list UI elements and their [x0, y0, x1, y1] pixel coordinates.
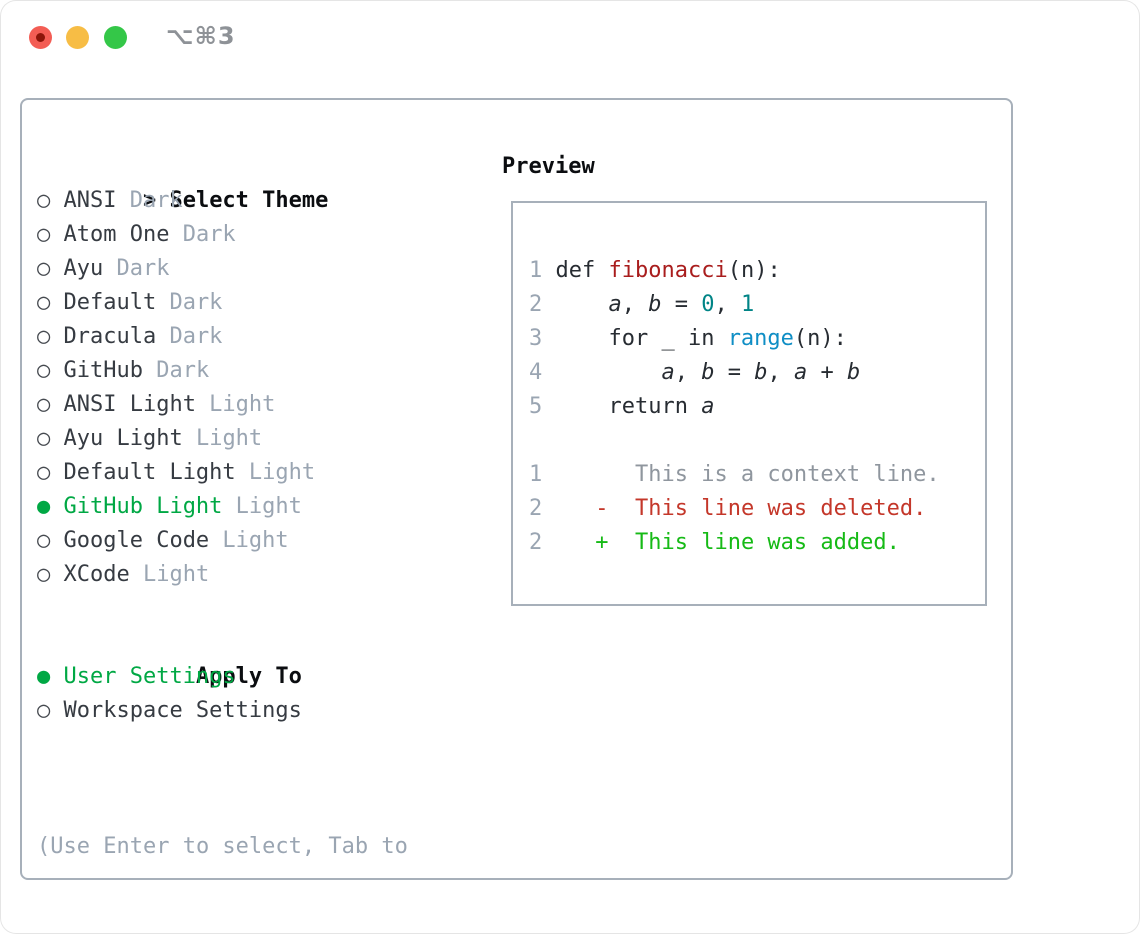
option-variant-label: Light — [195, 392, 276, 417]
apply-option-workspace-settings[interactable]: ○ Workspace Settings — [37, 694, 408, 728]
option-variant-label: Dark — [156, 324, 223, 349]
theme-option-xcode[interactable]: ○ XCode Light — [37, 558, 408, 592]
radio-icon: ○ — [37, 324, 51, 349]
option-label: Default — [63, 290, 157, 315]
option-variant-label: Dark — [103, 256, 170, 281]
option-label: Default Light — [63, 460, 236, 485]
theme-option-github[interactable]: ○ GitHub Dark — [37, 354, 408, 388]
radio-icon: ○ — [37, 392, 51, 417]
apply-to-section: Apply To ● User Settings ○ Workspace Settin… — [37, 626, 408, 728]
theme-option-github-light[interactable]: ● GitHub Light Light — [37, 490, 408, 524]
code-line: 3 for _ in range(n): — [529, 326, 847, 351]
radio-icon: ○ — [37, 528, 51, 553]
theme-option-ayu[interactable]: ○ Ayu Dark — [37, 252, 408, 286]
radio-icon: ○ — [37, 562, 51, 587]
theme-option-ayu-light[interactable]: ○ Ayu Light Light — [37, 422, 408, 456]
option-label: Dracula — [63, 324, 157, 349]
theme-option-ansi[interactable]: ○ ANSI Dark — [37, 184, 408, 218]
help-text: (Use Enter to select, Tab to change focu… — [37, 762, 408, 934]
close-dot-icon — [36, 33, 45, 42]
apply-to-header: Apply To — [37, 626, 408, 689]
option-label: GitHub — [63, 358, 143, 383]
preview-title: Preview — [502, 154, 595, 179]
focus-prompt-icon: > — [142, 188, 157, 213]
theme-option-google-code[interactable]: ○ Google Code Light — [37, 524, 408, 558]
zoom-button[interactable] — [104, 26, 127, 49]
option-variant-label: Light — [129, 562, 210, 587]
code-line: 2 + This line was added. — [529, 530, 900, 555]
option-label: Ayu — [63, 256, 104, 281]
theme-selector-column: >Select Theme ○ANSI Dark○Atom One Dark○A… — [37, 150, 408, 934]
option-variant-label: Light — [222, 494, 302, 519]
option-label: ANSI — [63, 188, 117, 213]
apply-to-label: Apply To — [195, 664, 302, 689]
code-line: 2 - This line was deleted. — [529, 496, 927, 521]
radio-icon: ○ — [37, 290, 51, 315]
title-bar: ⌥⌘3 — [0, 0, 1140, 70]
code-line: 1 def fibonacci(n): — [529, 258, 781, 283]
close-button[interactable] — [29, 26, 52, 49]
option-variant-label: Dark — [142, 358, 210, 383]
option-label: Atom One — [63, 222, 170, 247]
help-line-1: (Use Enter to select, Tab to — [37, 834, 408, 859]
option-variant-label: Light — [209, 528, 289, 553]
radio-icon: ○ — [37, 188, 51, 213]
theme-option-default[interactable]: ○ Default Dark — [37, 286, 408, 320]
apply-list: ● User Settings ○ Workspace Settings — [37, 660, 408, 728]
radio-selected-icon: ● — [37, 494, 51, 519]
option-label: Google Code — [63, 528, 210, 553]
option-label: ANSI Light — [63, 392, 196, 417]
theme-option-atom-one[interactable]: ○ Atom One Dark — [37, 218, 408, 252]
code-line: 1 This is a context line. — [529, 462, 940, 487]
window-title: ⌥⌘3 — [166, 22, 236, 50]
preview-box: 1 def fibonacci(n): 2 a, b = 0, 1 3 for _ … — [511, 201, 987, 606]
option-variant-label: Light — [235, 460, 316, 485]
code-block: 1 def fibonacci(n): 2 a, b = 0, 1 3 for _ … — [529, 254, 940, 560]
code-line: 2 a, b = 0, 1 — [529, 292, 755, 317]
option-label: User Settings — [63, 664, 236, 689]
theme-option-dracula[interactable]: ○ Dracula Dark — [37, 320, 408, 354]
theme-picker-panel: >Select Theme ○ANSI Dark○Atom One Dark○A… — [20, 98, 1013, 880]
select-theme-label: Select Theme — [169, 188, 329, 213]
apply-option-user-settings[interactable]: ● User Settings — [37, 660, 408, 694]
option-label: Workspace Settings — [63, 698, 302, 723]
option-label: GitHub Light — [63, 494, 223, 519]
option-label: Ayu Light — [63, 426, 183, 451]
theme-list: ○ ANSI Dark ○ Atom One Dark ○ Ayu Dark ○ Defaul… — [37, 184, 408, 592]
code-line — [529, 424, 940, 458]
code-line: 4 a, b = b, a + b — [529, 360, 861, 385]
radio-selected-icon: ● — [37, 664, 51, 689]
minimize-button[interactable] — [66, 26, 89, 49]
theme-option-default-light[interactable]: ○ Default Light Light — [37, 456, 408, 490]
radio-icon: ○ — [37, 222, 51, 247]
select-theme-header: > Select Theme — [37, 150, 408, 213]
radio-icon: ○ — [37, 256, 51, 281]
radio-icon: ○ — [37, 698, 51, 723]
code-line: 5 return a — [529, 394, 715, 419]
radio-icon: ○ — [37, 460, 51, 485]
radio-icon: ○ — [37, 358, 51, 383]
option-variant-label: Dark — [156, 290, 223, 315]
option-label: XCode — [63, 562, 130, 587]
option-variant-label: Light — [182, 426, 263, 451]
theme-option-ansi-light[interactable]: ○ ANSI Light Light — [37, 388, 408, 422]
option-variant-label: Dark — [169, 222, 236, 247]
radio-icon: ○ — [37, 426, 51, 451]
option-variant-label: Dark — [116, 188, 183, 213]
